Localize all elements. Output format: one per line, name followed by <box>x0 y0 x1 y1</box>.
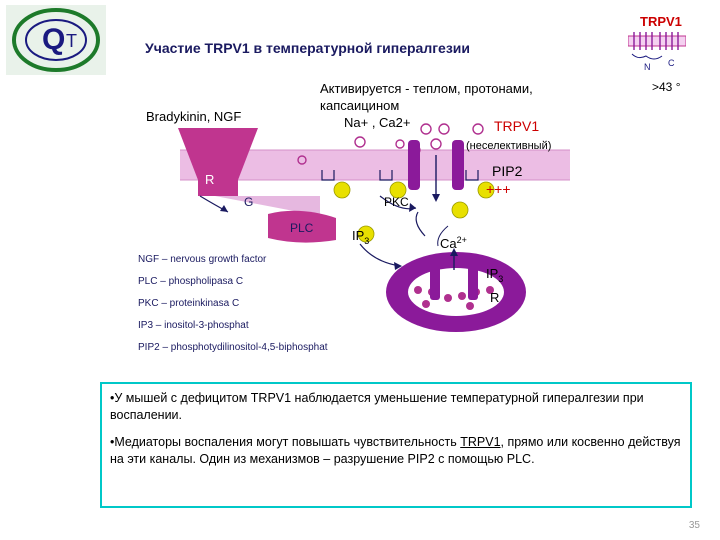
temperature-threshold: >43 ° <box>652 80 681 94</box>
activators-line2: капсаицином <box>320 98 399 113</box>
ip3-molecule <box>357 225 375 243</box>
ip3-receptor-r-label: R <box>490 290 499 305</box>
ions-label: Na+ , Ca2+ <box>344 115 411 130</box>
pip2-molecule <box>477 181 495 199</box>
note-2: •Медиаторы воспаления могут повышать чув… <box>110 435 681 466</box>
positive-charge-label: +++ <box>486 181 511 197</box>
activators-line1: Активируется - теплом, протонами, <box>320 81 533 96</box>
legend-pkc: PKC – proteinkinasa C <box>138 298 240 309</box>
page-title: Участие TRPV1 в температурной гипералгез… <box>145 40 471 56</box>
legend-ngf: NGF – nervous growth factor <box>138 254 267 265</box>
stimuli-label: Bradykinin, NGF <box>146 109 241 124</box>
plc-label: PLC <box>290 221 314 235</box>
pip2-molecule <box>333 181 351 199</box>
trpv1-channel-label: TRPV1 <box>494 118 539 134</box>
logo-graphic: Q T <box>6 5 106 75</box>
legend-ip3: IP3 – inositol-3-phosphat <box>138 320 249 331</box>
pip2-molecule <box>389 181 407 199</box>
notes-box: •У мышей с дефицитом TRPV1 наблюдается у… <box>100 382 692 508</box>
legend-pip2: PIP2 – phosphotydilinositol-4,5-biphosph… <box>138 342 328 353</box>
pip2-label: PIP2 <box>492 163 523 179</box>
trpv1-channel <box>408 140 464 190</box>
page-number: 35 <box>688 520 700 531</box>
logo: Q T <box>6 5 106 75</box>
g-protein-label: G <box>244 195 253 209</box>
pkc-label: PKC <box>384 195 409 209</box>
receptor-top <box>178 128 258 180</box>
n-terminus-label: N <box>644 62 651 72</box>
signaling-diagram: R G PLC <box>146 81 570 332</box>
trpv1-corner-label: TRPV1 <box>640 14 682 29</box>
ip3-label: IP3 <box>352 228 369 246</box>
logo-letters: Q <box>42 23 65 56</box>
c-terminus-label: C <box>668 58 675 68</box>
plc-enzyme <box>268 210 336 243</box>
trpv1-structure-icon: N C <box>628 32 686 72</box>
note-1: •У мышей с дефицитом TRPV1 наблюдается у… <box>110 391 644 422</box>
nonselective-label: (неселективный) <box>466 140 551 152</box>
receptor-label: R <box>205 172 214 187</box>
ip3-molecule <box>451 201 469 219</box>
calcium-label: Ca2+ <box>440 235 467 251</box>
ip3-receptor <box>430 256 478 300</box>
svg-text:T: T <box>66 31 77 51</box>
legend-plc: PLC – phospholipasa C <box>138 276 244 287</box>
receptor-body <box>198 176 238 196</box>
ip3-receptor-label: IP3 <box>486 266 503 284</box>
